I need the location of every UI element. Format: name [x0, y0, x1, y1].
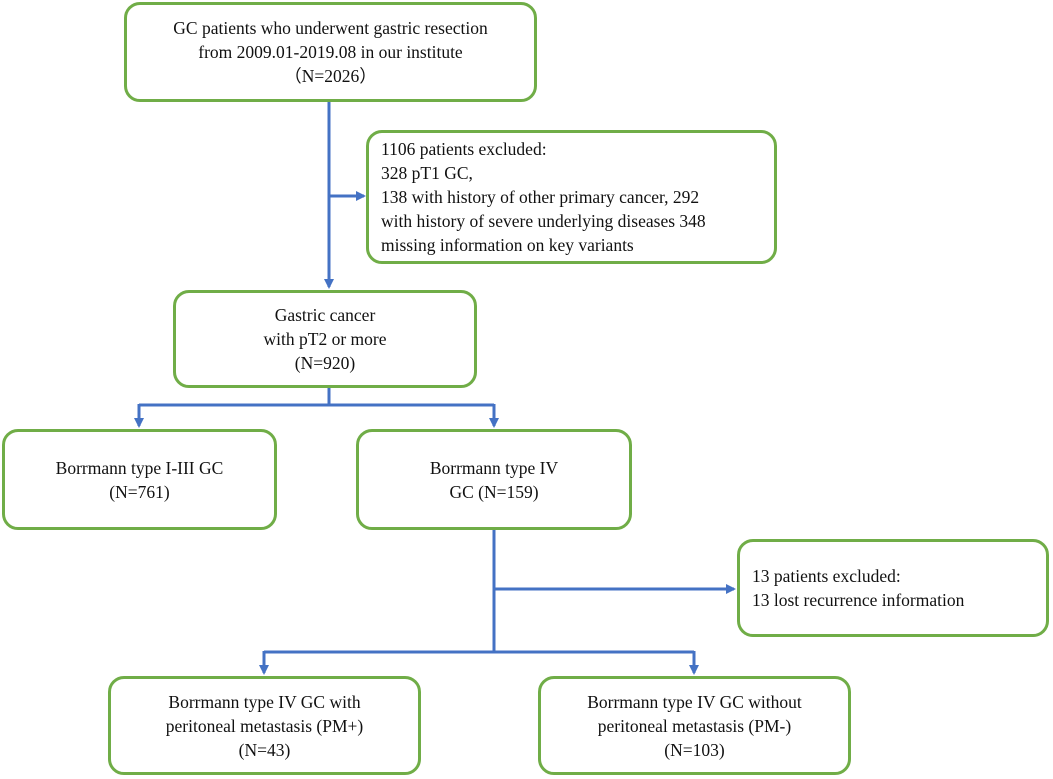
- box-excluded-2: 13 patients excluded: 13 lost recurrence…: [737, 539, 1049, 637]
- box-excluded-1-line-5: missing information on key variants: [381, 235, 634, 255]
- box-total-line-3: （N=2026）: [284, 66, 377, 86]
- box-total-line-2: from 2009.01-2019.08 in our institute: [198, 42, 463, 62]
- box-total-line-1: GC patients who underwent gastric resect…: [173, 18, 488, 38]
- box-pm-positive-line-1: Borrmann type IV GC with: [168, 691, 361, 712]
- box-pt2-or-more: Gastric cancer with pT2 or more (N=920): [173, 290, 477, 388]
- box-excluded-1: 1106 patients excluded: 328 pT1 GC, 138 …: [366, 130, 777, 264]
- box-pt2-line-1: Gastric cancer: [274, 305, 376, 325]
- box-excluded-1-line-3: 138 with history of other primary cancer…: [381, 187, 700, 207]
- box-borrmann-4: Borrmann type IV GC (N=159): [356, 429, 632, 530]
- box-pm-negative-line-2: peritoneal metastasis (PM-): [597, 715, 792, 736]
- box-excluded-2-line-2: 13 lost recurrence information: [752, 590, 965, 610]
- box-borrmann-4-line-1: Borrmann type IV: [429, 457, 559, 478]
- box-excluded-1-line-4: with history of severe underlying diseas…: [381, 211, 706, 231]
- box-borrmann-1-3: Borrmann type I-III GC (N=761): [2, 429, 277, 530]
- box-borrmann-1-3-line-1: Borrmann type I-III GC: [55, 457, 224, 478]
- box-pm-positive-line-2: peritoneal metastasis (PM+): [165, 715, 364, 736]
- box-pm-negative: Borrmann type IV GC without peritoneal m…: [538, 676, 851, 775]
- box-excluded-1-line-2: 328 pT1 GC,: [381, 163, 473, 183]
- box-pm-positive-line-3: (N=43): [238, 739, 291, 760]
- box-pt2-line-2: with pT2 or more: [263, 329, 387, 349]
- box-excluded-2-line-1: 13 patients excluded:: [752, 566, 901, 586]
- box-borrmann-4-line-2: GC (N=159): [449, 481, 539, 502]
- box-pm-negative-line-1: Borrmann type IV GC without: [587, 691, 802, 712]
- box-pt2-line-3: (N=920): [294, 353, 356, 373]
- box-borrmann-1-3-line-2: (N=761): [109, 481, 170, 502]
- box-excluded-1-line-1: 1106 patients excluded:: [381, 139, 547, 159]
- box-pm-negative-line-3: (N=103): [664, 739, 725, 760]
- box-total-patients: GC patients who underwent gastric resect…: [124, 2, 537, 102]
- box-pm-positive: Borrmann type IV GC with peritoneal meta…: [108, 676, 421, 775]
